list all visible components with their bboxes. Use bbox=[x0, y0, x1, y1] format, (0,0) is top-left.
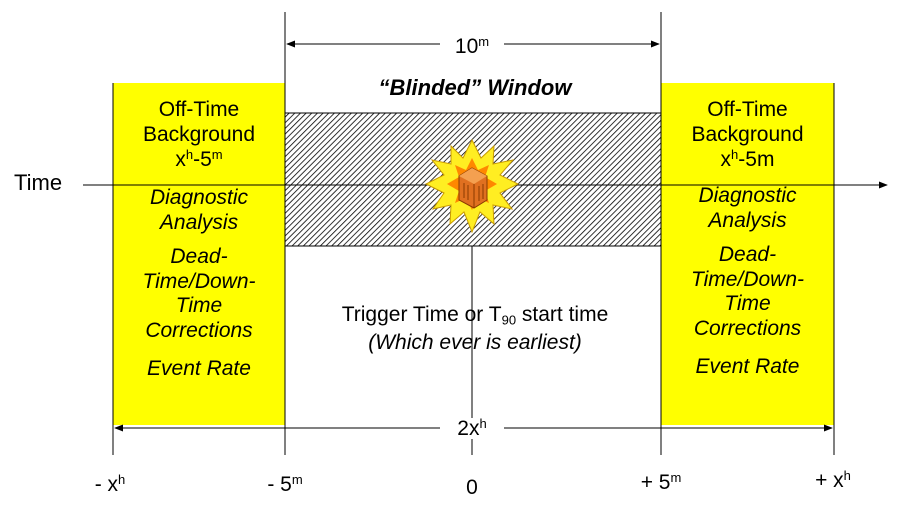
span-10m-label: 10m bbox=[440, 35, 504, 57]
right-box-event-rate: Event Rate bbox=[695, 354, 800, 378]
left-box-diag-2: Analysis bbox=[159, 211, 239, 235]
right-box-title-2: Background bbox=[691, 122, 804, 146]
tick-minus-5m: - 5m bbox=[267, 471, 303, 496]
span-2xh-label: 2xh bbox=[440, 417, 504, 439]
left-box-dead-1: Dead- bbox=[170, 244, 228, 268]
left-box-dead-4: Corrections bbox=[145, 319, 253, 343]
right-box-dead-2: Time/Down- bbox=[691, 267, 804, 291]
right-box-dead-1: Dead- bbox=[718, 242, 777, 266]
left-box-title-2: Background bbox=[142, 122, 256, 146]
tick-plus-5m: + 5m bbox=[640, 469, 682, 494]
right-box-dead-3: Time bbox=[724, 292, 771, 316]
right-box-title-1: Off-Time bbox=[707, 98, 788, 121]
left-box-dead-2: Time/Down- bbox=[142, 269, 256, 293]
right-box-dead-4: Corrections bbox=[693, 317, 802, 341]
time-axis-label: Time bbox=[14, 170, 63, 195]
left-box-range: xh-5m bbox=[175, 146, 223, 171]
tick-zero: 0 bbox=[466, 476, 478, 499]
right-box-diag-2: Analysis bbox=[708, 209, 787, 233]
blinded-window-label: “Blinded” Window bbox=[378, 75, 572, 100]
building-icon bbox=[458, 167, 488, 209]
left-box-title-1: Off-Time bbox=[158, 98, 240, 121]
left-box-text: Off-Time Background xh-5m Diagnostic Ana… bbox=[113, 98, 285, 382]
right-box-diag-1: Diagnostic bbox=[698, 184, 797, 208]
tick-plus-xh: + xh bbox=[815, 467, 851, 492]
right-box-range: xh-5m bbox=[720, 146, 775, 171]
trigger-time-note: (Which ever is earliest) bbox=[368, 331, 582, 354]
trigger-time-label: Trigger Time or T90 start time bbox=[341, 303, 609, 328]
tick-minus-xh: - xh bbox=[94, 471, 126, 496]
left-box-event-rate: Event Rate bbox=[147, 356, 251, 380]
left-off-time-box bbox=[113, 83, 285, 425]
right-off-time-box bbox=[661, 83, 834, 425]
left-box-dead-3: Time bbox=[175, 294, 223, 318]
right-box-text: Off-Time Background xh-5m Diagnostic Ana… bbox=[661, 98, 834, 380]
left-box-diag-1: Diagnostic bbox=[149, 186, 249, 210]
